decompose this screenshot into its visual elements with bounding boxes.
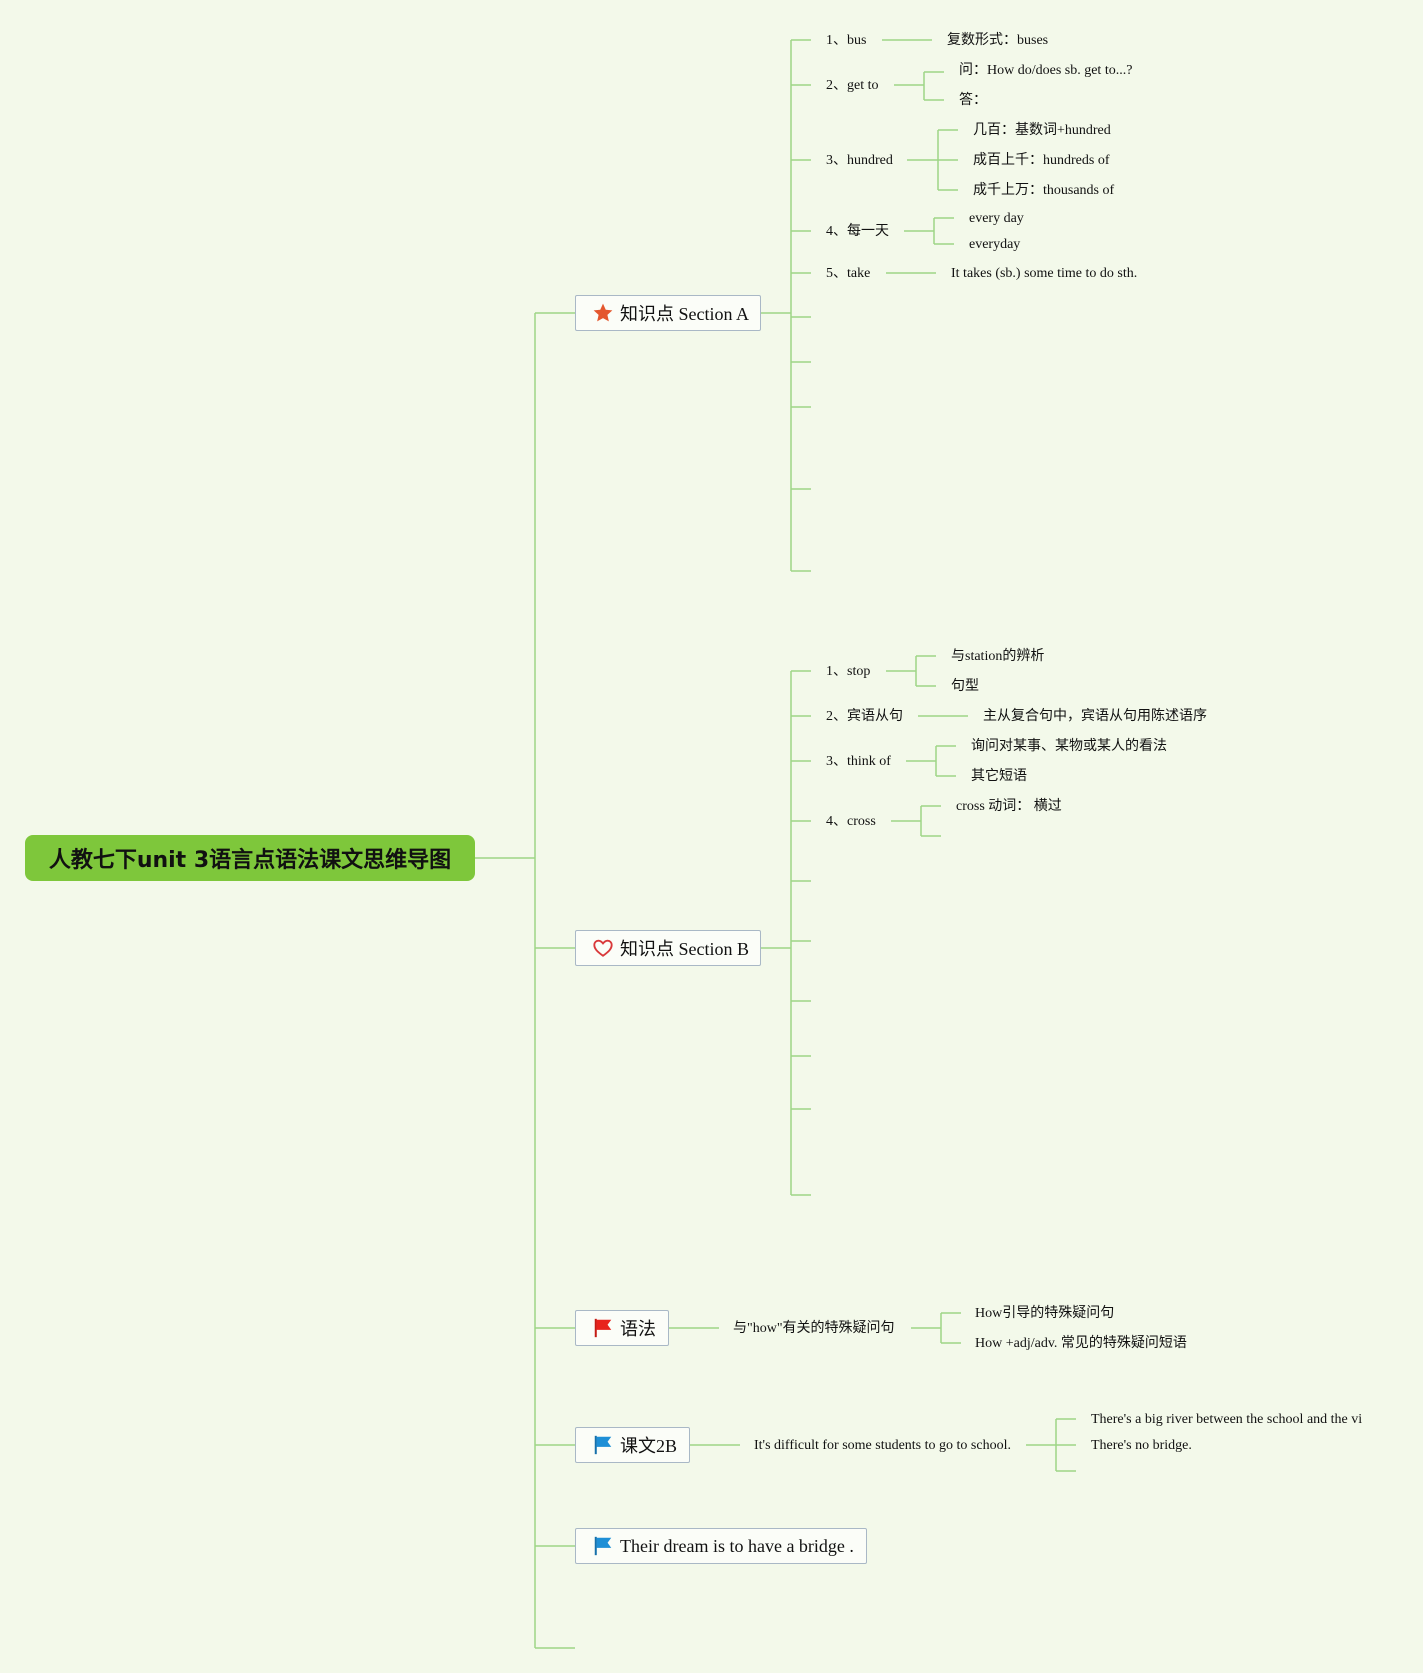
star-icon: [592, 302, 614, 324]
section-b-leaf[interactable]: 句型: [951, 679, 979, 694]
text-2b-topic[interactable]: It's difficult for some students to go t…: [754, 1438, 1011, 1453]
main-node-label: 课文2B: [620, 1436, 678, 1456]
section-a-leaf[interactable]: everyday: [969, 237, 1021, 252]
main-node-section-a[interactable]: 知识点 Section A: [575, 295, 761, 331]
blue-flag-icon: [592, 1535, 614, 1557]
grammar-leaf[interactable]: How引导的特殊疑问句: [975, 1306, 1115, 1321]
section-a-leaf[interactable]: 成百上千：hundreds of: [973, 153, 1110, 168]
section-a-topic-hundred[interactable]: 3、hundred: [826, 153, 893, 168]
main-node-label: 知识点 Section A: [620, 304, 749, 324]
root-topic[interactable]: 人教七下unit 3语言点语法课文思维导图: [25, 835, 475, 881]
section-b-leaf[interactable]: 主从复合句中，宾语从句用陈述语序: [983, 709, 1207, 724]
main-node-dream[interactable]: Their dream is to have a bridge .: [575, 1528, 867, 1564]
section-a-topic-every-day[interactable]: 4、每一天: [826, 224, 889, 239]
section-a-topic-get-to[interactable]: 2、get to: [826, 78, 879, 93]
section-b-leaf[interactable]: cross 动词： 横过: [956, 799, 1062, 814]
main-node-label: 语法: [620, 1319, 656, 1339]
section-a-leaf[interactable]: 成千上万：thousands of: [973, 183, 1115, 198]
grammar-leaf[interactable]: How +adj/adv. 常见的特殊疑问短语: [975, 1336, 1187, 1351]
section-b-topic-cross[interactable]: 4、cross: [826, 814, 876, 829]
grammar-topic[interactable]: 与"how"有关的特殊疑问句: [733, 1321, 895, 1336]
text-2b-leaf[interactable]: There's no bridge.: [1091, 1438, 1192, 1453]
section-a-leaf[interactable]: 答：: [959, 93, 987, 108]
section-b-topic-think-of[interactable]: 3、think of: [826, 754, 891, 769]
main-node-text-2b[interactable]: 课文2B: [575, 1427, 690, 1463]
section-a-leaf[interactable]: 复数形式：buses: [947, 33, 1049, 48]
heart-icon: [592, 937, 614, 959]
section-b-topic-stop[interactable]: 1、stop: [826, 664, 871, 679]
section-b-leaf[interactable]: 与station的辨析: [951, 649, 1045, 664]
section-a-leaf[interactable]: 几百：基数词+hundred: [973, 123, 1111, 138]
root-title: 人教七下unit 3语言点语法课文思维导图: [48, 848, 452, 873]
main-node-label: 知识点 Section B: [620, 939, 749, 959]
section-a-leaf[interactable]: 问：How do/does sb. get to...?: [959, 63, 1133, 78]
section-b-topic-object-clause[interactable]: 2、宾语从句: [826, 709, 903, 724]
red-flag-icon: [592, 1317, 614, 1339]
section-a-topic-bus[interactable]: 1、bus: [826, 33, 867, 48]
main-node-section-b[interactable]: 知识点 Section B: [575, 930, 761, 966]
main-node-label: Their dream is to have a bridge .: [620, 1535, 854, 1556]
section-b-leaf[interactable]: 询问对某事、某物或某人的看法: [971, 739, 1167, 754]
blue-flag-icon: [592, 1434, 614, 1456]
main-node-grammar[interactable]: 语法: [575, 1310, 669, 1346]
section-b-leaf[interactable]: 其它短语: [971, 769, 1027, 784]
section-a-leaf[interactable]: It takes (sb.) some time to do sth.: [951, 266, 1138, 281]
section-a-leaf[interactable]: every day: [969, 211, 1024, 226]
section-a-topic-take[interactable]: 5、take: [826, 266, 871, 281]
text-2b-leaf[interactable]: There's a big river between the school a…: [1091, 1412, 1363, 1427]
